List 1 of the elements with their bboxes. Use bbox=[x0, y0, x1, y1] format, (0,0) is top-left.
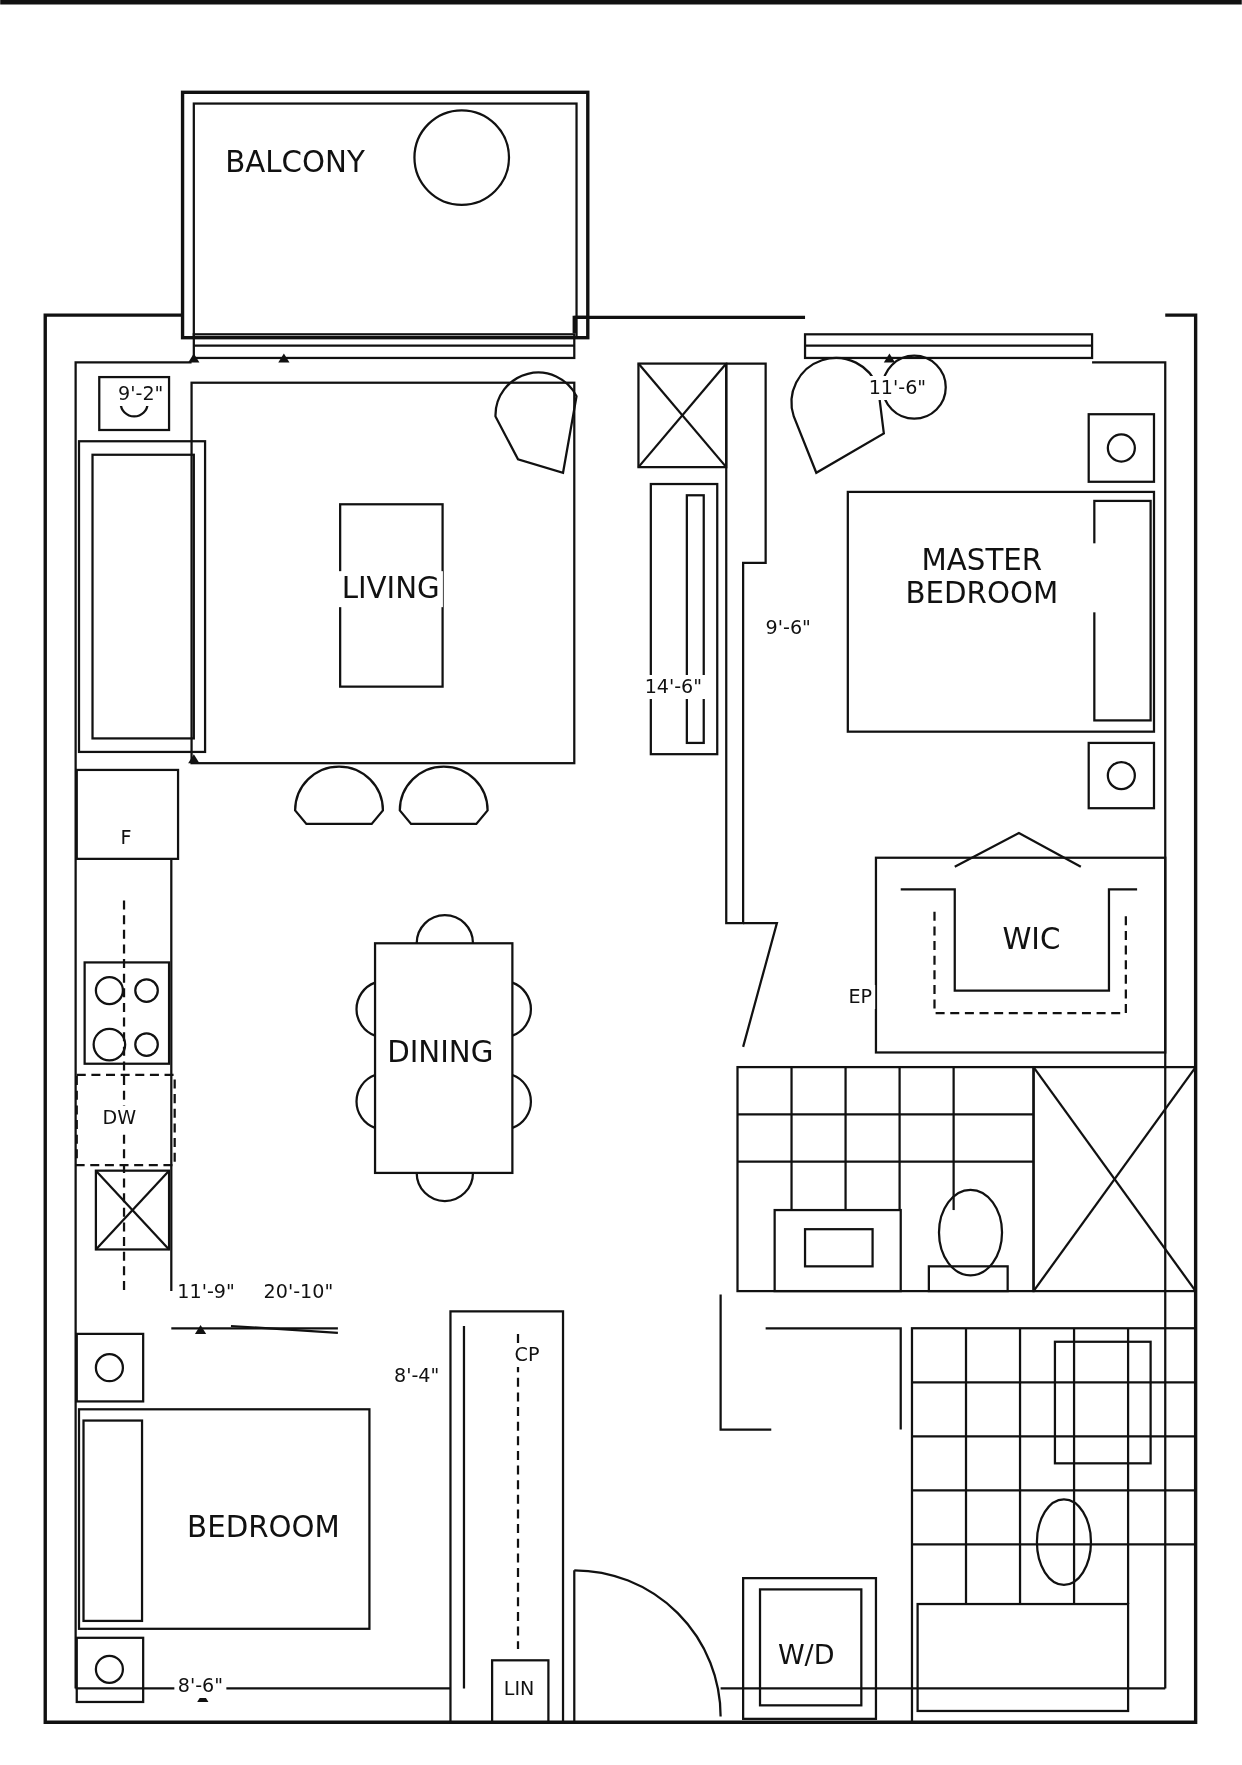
room-label: LIVING bbox=[338, 571, 443, 607]
